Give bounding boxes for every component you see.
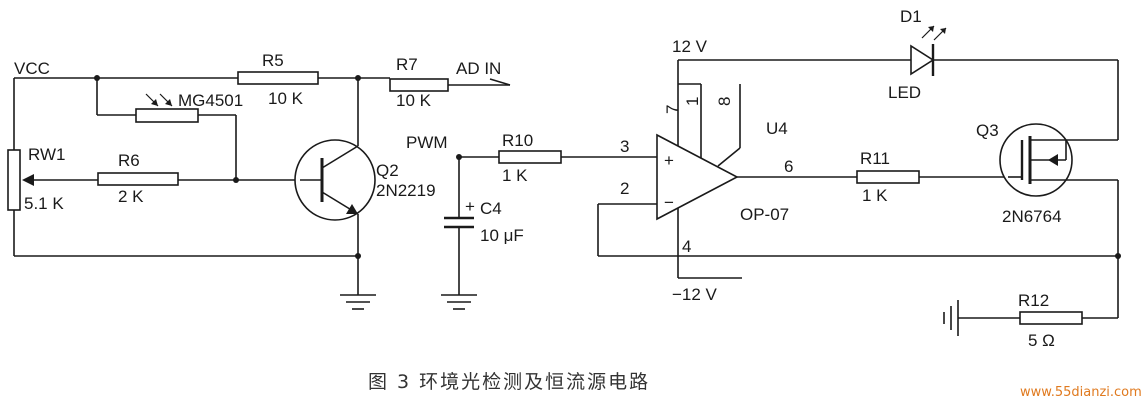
resistor-r11 <box>856 170 920 184</box>
led-label: LED <box>888 83 921 102</box>
opamp-u4 <box>597 59 1121 279</box>
q3-part: 2N6764 <box>1002 207 1062 226</box>
pin8-label: 8 <box>715 97 734 106</box>
r7-label: R7 <box>396 55 418 74</box>
q2-label: Q2 <box>376 161 399 180</box>
c4-label: C4 <box>480 199 502 218</box>
ground-symbol-right <box>943 300 959 336</box>
r5-label: R5 <box>262 51 284 70</box>
r7-value: 10 K <box>396 91 432 110</box>
vcc-label: VCC <box>14 59 50 78</box>
r11-value: 1 K <box>862 186 888 205</box>
figure-caption: 图 3 环境光检测及恒流源电路 <box>368 371 650 393</box>
pwm-filter <box>441 150 657 310</box>
r10-label: R10 <box>502 131 533 150</box>
rw1-value: 5.1 K <box>24 194 64 213</box>
vneg12-label: −12 V <box>672 285 718 304</box>
q2-part: 2N2219 <box>376 181 436 200</box>
current-source-output <box>910 25 1119 336</box>
c4-value: 10 μF <box>480 226 524 245</box>
pin3-label: 3 <box>620 137 629 156</box>
ground-symbol-left <box>340 294 376 310</box>
resistor-r5 <box>237 71 319 85</box>
ad-in-label: AD IN <box>456 59 501 78</box>
r10-value: 1 K <box>502 166 528 185</box>
resistor-r10 <box>498 150 562 164</box>
photoresistor-mg4501 <box>135 108 199 123</box>
watermark: www.55dianzi.com <box>1020 385 1142 400</box>
op07-label: OP-07 <box>740 205 789 224</box>
r5-value: 10 K <box>268 89 304 108</box>
q3-label: Q3 <box>976 121 999 140</box>
opamp-triangle <box>656 133 739 221</box>
potentiometer-rw1 <box>7 149 21 211</box>
mg4501-label: MG4501 <box>178 91 243 110</box>
pin2-label: 2 <box>620 179 629 198</box>
u4-label: U4 <box>766 119 788 138</box>
pin4-label: 4 <box>682 237 691 256</box>
light-sensing-circuit <box>7 71 511 310</box>
opamp-minus: − <box>664 193 674 212</box>
rw1-label: RW1 <box>28 145 65 164</box>
resistor-r7 <box>389 78 449 92</box>
pin1-label: 1 <box>683 97 702 106</box>
pwm-label: PWM <box>406 133 448 152</box>
v12-label: 12 V <box>672 37 708 56</box>
resistor-r12 <box>1019 311 1083 325</box>
pin7-label: 7 <box>663 105 682 114</box>
r6-label: R6 <box>118 151 140 170</box>
transistor-q2 <box>294 139 376 221</box>
pin6-label: 6 <box>784 157 793 176</box>
r12-value: 5 Ω <box>1028 331 1055 350</box>
ground-symbol-mid <box>441 294 477 310</box>
led-d1 <box>910 25 947 76</box>
resistor-r6 <box>97 172 179 186</box>
r11-label: R11 <box>860 149 890 168</box>
d1-label: D1 <box>900 7 922 26</box>
r12-label: R12 <box>1018 291 1049 310</box>
component-labels: VCC R5 10 K R7 10 K AD IN MG4501 RW1 5.1… <box>14 7 1062 350</box>
r6-value: 2 K <box>118 187 144 206</box>
opamp-plus: + <box>664 151 674 170</box>
c4-plus: + <box>465 197 475 216</box>
